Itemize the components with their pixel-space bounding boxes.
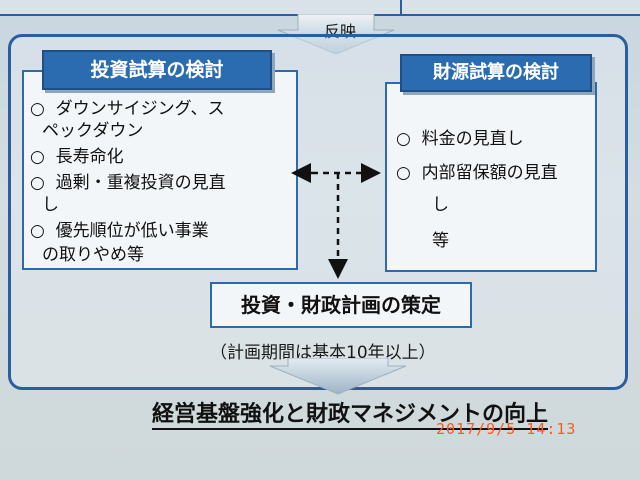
investment-item-3-cont: し: [42, 195, 59, 215]
investment-item-1: ○ ダウンサイジング、ス: [30, 99, 225, 119]
down-arrow-icon: [269, 358, 407, 395]
bullet-icon: ○: [30, 221, 45, 241]
investment-item-1-cont: ペックダウン: [42, 121, 144, 141]
bullet-icon: ○: [30, 173, 45, 193]
finance-item-2: ○ 内部留保額の見直: [396, 163, 558, 183]
finance-item-1: ○ 料金の見直し: [396, 129, 524, 149]
investment-item-2: ○ 長寿命化: [30, 147, 124, 167]
bullet-icon: ○: [30, 147, 45, 167]
photo-timestamp: 2017/9/5 14:13: [436, 420, 577, 438]
investment-item-4: ○ 優先順位が低い事業: [30, 221, 209, 241]
investment-item-3: ○ 過剰・重複投資の見直: [30, 173, 226, 193]
investment-item-4-cont: の取りやめ等: [42, 245, 144, 265]
plan-box: 投資・財政計画の策定: [210, 282, 472, 328]
finance-item-2-cont: し: [432, 195, 449, 215]
finance-panel: [385, 82, 597, 272]
investment-panel-header: 投資試算の検討: [42, 50, 272, 90]
bullet-icon: ○: [30, 99, 45, 119]
bullet-icon: ○: [396, 129, 411, 149]
result-title: 経営基盤強化と財政マネジメントの向上: [120, 396, 580, 430]
finance-item-3: 等: [432, 231, 449, 251]
bullet-icon: ○: [396, 163, 411, 183]
finance-panel-header: 財源試算の検討: [400, 54, 592, 92]
